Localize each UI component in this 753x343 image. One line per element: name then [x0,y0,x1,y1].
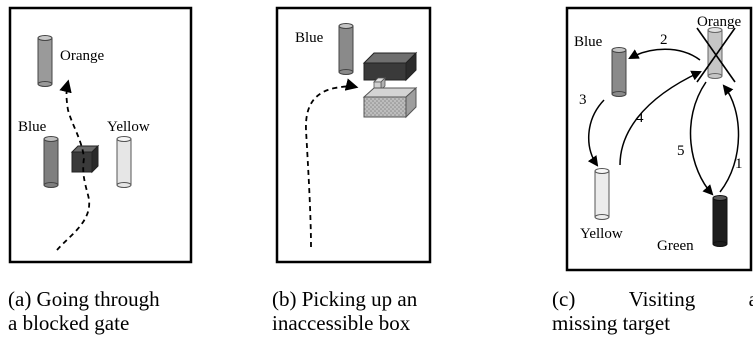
caption-c-part-c: a [749,287,753,311]
blue-label: Blue [295,30,324,46]
yellow-pillar [116,136,132,188]
caption-c-line1: (c) Visiting a [552,287,753,311]
path-arrow-2 [628,48,701,61]
path-arrow-4 [619,70,702,166]
yellow-label: Yellow [580,226,623,242]
green-pillar [712,195,728,247]
caption-c: (c) Visiting a missing target [552,287,753,335]
orange-label: Orange [697,14,741,30]
caption-c-line2: missing target [552,311,671,335]
orange-label: Orange [60,48,104,64]
caption-a-line1: (a) Going through [8,287,160,311]
orange-pillar [37,35,53,87]
blue-pillar [611,47,627,97]
step-1-label: 1 [735,156,743,172]
yellow-label: Yellow [107,119,150,135]
panel-c: Orange Blue Yellow Green 1 2 3 4 5 [565,6,753,272]
panel-a: Orange Blue Yellow [8,6,193,264]
blue-label: Blue [574,34,603,50]
caption-c-part-a: (c) [552,287,576,311]
panel-a-frame [8,6,193,264]
caption-a: (a) Going through a blocked gate [8,287,160,335]
path-arrow-5 [689,81,714,196]
green-label: Green [657,238,694,254]
dark-box [362,51,418,82]
blue-label: Blue [18,119,47,135]
hatched-platform [362,86,418,119]
path-arrow-3 [587,99,605,167]
cross-mark-icon [696,27,736,83]
step-3-label: 3 [579,92,587,108]
robot-path [305,78,359,248]
yellow-pillar [594,168,610,220]
path-arrow-1 [719,84,740,193]
blue-pillar [43,136,59,188]
blue-pillar [338,23,354,75]
step-5-label: 5 [677,143,685,159]
caption-b-line2: inaccessible box [272,311,411,335]
caption-a-line2: a blocked gate [8,311,130,335]
panel-b: Blue [275,6,432,264]
step-2-label: 2 [660,32,668,48]
inaccessible-box [373,77,386,91]
robot-path [56,79,91,251]
caption-b-line1: (b) Picking up an [272,287,418,311]
caption-c-part-b: Visiting [628,287,696,311]
caption-b: (b) Picking up an inaccessible box [272,287,417,335]
blocking-box [70,144,100,174]
step-4-label: 4 [636,110,644,126]
